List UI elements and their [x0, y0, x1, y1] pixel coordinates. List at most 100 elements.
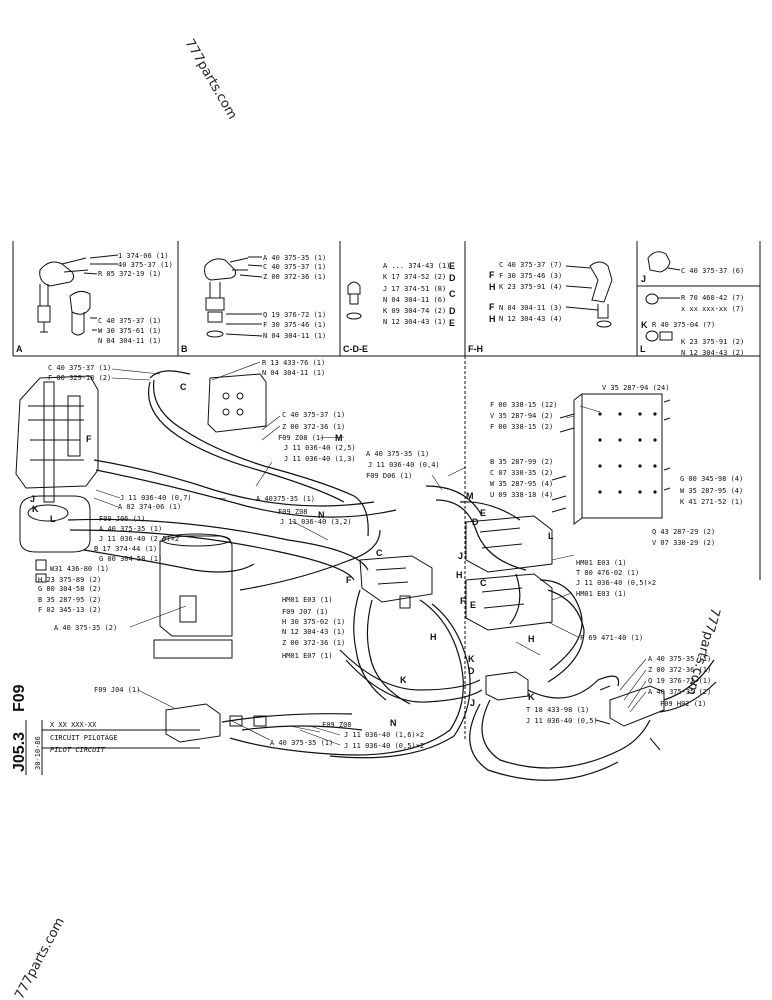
valve-block-center: [359, 555, 433, 609]
callout-letter: M: [335, 433, 343, 443]
callout-letter: K: [528, 692, 535, 702]
part-label: A 40 375-35 (1): [366, 450, 429, 458]
part-label: A 40375-35 (1): [256, 495, 315, 503]
title-date: 30-10-86: [34, 736, 42, 770]
part-label: F 02 345-13 (2): [38, 606, 101, 614]
part-label: F 00 338-15 (12): [490, 401, 557, 409]
part-label: R 13 433-76 (1): [262, 359, 325, 367]
panel-cde-label: A ... 374-43 (1): [383, 262, 450, 270]
panel-b-fittings: [204, 256, 263, 338]
panel-k-label: K 23 375-91 (2): [681, 338, 744, 346]
section-label-l: L: [640, 344, 646, 354]
hoses: [67, 370, 717, 781]
panel-fh-fittings: [565, 261, 613, 328]
lower-right-valve: [595, 685, 665, 751]
part-label: B 17 374-44 (1): [94, 545, 157, 553]
callout-letter: H: [528, 634, 535, 644]
panel-k-labels: R 70 460-42 (7) x xx xxx-xx (7) R 40 375…: [641, 294, 744, 357]
panel-cde-label: K 17 374-52 (2): [383, 273, 446, 281]
callout-letter: F: [460, 596, 466, 606]
part-label: J 11 036-40 (1,6)×2: [344, 731, 424, 739]
part-label: C 07 330-35 (2): [490, 469, 553, 477]
part-label: G 00 345-98 (4): [680, 475, 743, 483]
part-label: J 11 036-40 (3,2): [280, 518, 352, 526]
part-label: H 23 375-89 (2): [38, 576, 101, 584]
part-label: HM01 E03 (1): [576, 590, 627, 598]
panel-a-label: 40 375-37 (1): [118, 261, 173, 269]
part-label: F09 Z08: [278, 508, 308, 516]
panel-fh-labels: C 40 375-37 (7) F 30 375-46 (3) K 23 375…: [489, 261, 562, 324]
part-label: J 11 036-40 (1,3): [284, 455, 356, 463]
part-label: HM01 E03 (1): [576, 559, 627, 567]
part-label: J 11 036-40 (0,5)×2: [344, 742, 424, 750]
part-label: F09 H02 (1): [660, 700, 706, 708]
panel-fh-label: C 40 375-37 (7): [499, 261, 562, 269]
section-label-cde: C-D-E: [343, 344, 368, 354]
callout-letter: C: [376, 548, 383, 558]
callout-letters: C F J K L M N H D E C F H J K L M K D J …: [30, 382, 554, 728]
callout-letter: E: [470, 600, 476, 610]
title-code: X XX XXX-XX: [50, 721, 97, 729]
part-label: J 11 036-40 (2,5)×2: [99, 535, 179, 543]
part-label: HM01 E07 (1): [282, 652, 333, 660]
part-label: F 00 338-15 (2): [490, 423, 553, 431]
part-label: A 02 374-06 (1): [118, 503, 181, 511]
panel-fh-label: N 12 304-43 (4): [499, 315, 562, 323]
labels-center: A 40 375-35 (1) J 11 036-40 (0,4) F09 D0…: [282, 450, 440, 660]
callout-letter: D: [468, 666, 475, 676]
side-code: F09 J05.3: [11, 684, 28, 772]
panel-a-label: C 40 375-37 (1): [98, 317, 161, 325]
part-label: V 35 287-94 (24): [602, 384, 669, 392]
part-label: J 11 036-40 (0,5)×2: [576, 579, 656, 587]
part-label: Z 00 372-36 (1): [648, 666, 711, 674]
panel-b-label: F 30 375-46 (1): [263, 321, 326, 329]
part-label: A 40 375-35 (2): [648, 688, 711, 696]
panel-b-label: A 40 375-35 (1): [263, 254, 326, 262]
panel-a-labels: 1 374-06 (1) 40 375-37 (1) R 05 372-19 (…: [98, 252, 173, 345]
bottom-manifold: [165, 703, 267, 743]
panel-b-label: Z 00 372-36 (1): [263, 273, 326, 281]
panel-k-label: R 70 460-42 (7): [681, 294, 744, 302]
part-label: A 40 375-35 (2): [54, 624, 117, 632]
labels-lower-right: A 40 375-35 (1) Z 00 372-36 (1) Q 19 376…: [648, 655, 711, 708]
panel-b-label: Q 19 376-72 (1): [263, 311, 326, 319]
part-label: G 00 304-58 (1): [99, 555, 162, 563]
part-label: T 18 433-98 (1): [526, 706, 589, 714]
part-label: F09 J06 (1): [99, 515, 145, 523]
part-label: Z 00 372-36 (1): [282, 639, 345, 647]
callout-letter: E: [480, 508, 486, 518]
callout-letter: J: [470, 698, 475, 708]
part-label: V 35 287-94 (2): [490, 412, 553, 420]
panel-k-seals: [645, 293, 680, 342]
part-label: G 00 304-58 (2): [38, 585, 101, 593]
panel-fh-code: H: [489, 282, 496, 292]
panel-cde-label: K 09 304-74 (2): [383, 307, 446, 315]
callout-letter: N: [390, 718, 397, 728]
panel-j-label: C 40 375-37 (6): [681, 267, 744, 275]
panel-cde-code: C: [449, 289, 456, 299]
part-label: W 35 287-95 (4): [680, 487, 743, 495]
callout-letter: H: [456, 570, 463, 580]
panel-a-fittings: [37, 254, 119, 336]
callout-letter: M: [466, 491, 474, 501]
part-label: F09 Z08: [322, 721, 352, 729]
callout-letter: K: [400, 675, 407, 685]
part-label: C 40 375-37 (1): [282, 411, 345, 419]
panel-j-fitting: [647, 251, 681, 273]
part-label: HM01 E03 (1): [282, 596, 333, 604]
part-label: V 07 330-29 (2): [652, 539, 715, 547]
watermark-bottom: 777parts.com: [12, 915, 68, 1000]
section-label-a: A: [16, 344, 23, 354]
labels-top: R 13 433-76 (1) N 04 304-11 (1) C 40 375…: [256, 359, 356, 526]
mounting-plate: [551, 393, 671, 525]
panel-k-code: K: [641, 320, 648, 330]
panel-fh-code: F: [489, 270, 495, 280]
part-label: W31 436-80 (1): [50, 565, 109, 573]
part-label: A 40 375-35 (1): [99, 525, 162, 533]
panel-j-code: J: [641, 274, 646, 284]
part-label: Z 00 372-36 (1): [282, 423, 345, 431]
title-fr: CIRCUIT PILOTAGE: [50, 734, 117, 742]
callout-letter: J: [458, 551, 463, 561]
panel-k-label: R 40 375-04 (7): [652, 321, 715, 329]
panel-fh-label: F 30 375-46 (3): [499, 272, 562, 280]
